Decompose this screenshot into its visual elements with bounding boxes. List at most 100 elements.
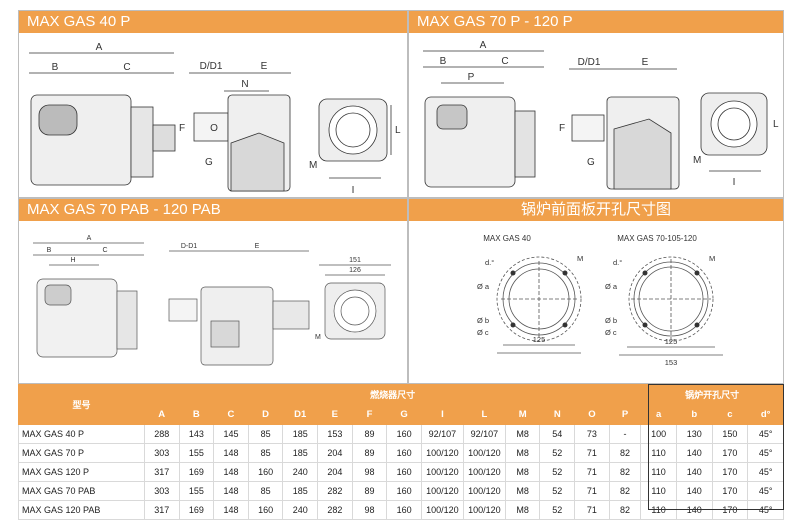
- table-cell: 52: [539, 443, 576, 463]
- model-cell: MAX GAS 70 PAB: [18, 481, 145, 501]
- model-cell: MAX GAS 120 P: [18, 462, 145, 482]
- flange-d-left: d.°: [485, 258, 494, 267]
- table-cell: 240: [282, 462, 319, 482]
- table-cell: 45°: [747, 500, 784, 520]
- table-cell: 54: [539, 424, 576, 444]
- flange-m-right: M: [709, 254, 715, 263]
- column-header: G: [386, 405, 422, 425]
- flange-153: 153: [665, 358, 678, 367]
- column-header: b: [675, 405, 713, 425]
- column-header: N: [539, 405, 576, 425]
- table-cell: 169: [178, 500, 215, 520]
- table-cell: 130: [675, 424, 713, 444]
- table-cell: 82: [608, 443, 642, 463]
- flange-125-left: 125: [533, 335, 546, 344]
- table-cell: 89: [351, 424, 388, 444]
- table-cell: 148: [213, 443, 249, 463]
- flange-d-right: d.°: [613, 258, 622, 267]
- column-header: D1: [282, 405, 319, 425]
- label-l: L: [395, 125, 401, 136]
- table-cell: 100: [640, 424, 677, 444]
- table-cell: 170: [711, 443, 749, 463]
- label-e: E: [261, 61, 268, 72]
- label-a: A: [96, 42, 103, 53]
- table-cell: 52: [539, 481, 576, 501]
- label-b: B: [47, 247, 52, 254]
- column-header: O: [574, 405, 610, 425]
- drawing-max-gas-pab: A B C H D-D1 E 151 126 M: [33, 235, 391, 366]
- table-cell: 73: [574, 424, 610, 444]
- panel-max-gas-70p-120p: MAX GAS 70 P - 120 P A B C P D/D1 E F: [408, 10, 784, 198]
- panel-max-gas-70pab-120pab: MAX GAS 70 PAB - 120 PAB A B C H D-D1: [18, 198, 408, 384]
- model-header: 型号: [18, 384, 145, 425]
- table-cell: 148: [213, 481, 249, 501]
- drawing-max-gas-70p-120p: A B C P D/D1 E F G M I L: [423, 40, 779, 190]
- flange-c-right: Ø c: [605, 328, 617, 337]
- table-cell: 160: [386, 424, 422, 444]
- label-dd1: D-D1: [181, 243, 197, 250]
- label-b: B: [440, 56, 447, 67]
- table-cell: 140: [675, 462, 713, 482]
- label-g: G: [587, 157, 595, 168]
- table-cell: 282: [317, 500, 353, 520]
- table-cell: 71: [574, 443, 610, 463]
- panel-max-gas-40p: MAX GAS 40 P A B C D/D1 E N: [18, 10, 408, 198]
- label-p: P: [468, 72, 475, 83]
- column-header: I: [420, 405, 464, 425]
- table-cell: 110: [640, 481, 677, 501]
- table-cell: 52: [539, 462, 576, 482]
- column-header: F: [351, 405, 388, 425]
- flange-b-left: Ø b: [477, 316, 489, 325]
- table-cell: 100/120: [420, 462, 464, 482]
- label-c: C: [123, 62, 130, 73]
- label-c: C: [501, 56, 508, 67]
- label-h: H: [70, 257, 75, 264]
- burner-dimensions-header: 燃烧器尺寸: [143, 384, 642, 406]
- table-cell: M8: [504, 424, 541, 444]
- model-cell: MAX GAS 40 P: [18, 424, 145, 444]
- table-cell: 140: [675, 443, 713, 463]
- table-cell: 145: [213, 424, 249, 444]
- label-n: N: [241, 79, 248, 90]
- table-cell: 110: [640, 443, 677, 463]
- table-cell: 100/120: [420, 443, 464, 463]
- model-cell: MAX GAS 120 PAB: [18, 500, 145, 520]
- column-header: d°: [747, 405, 784, 425]
- table-cell: 89: [351, 443, 388, 463]
- drawing-boiler-flange: MAX GAS 40 MAX GAS 70-105-120 d.° Ø a: [477, 234, 723, 367]
- label-m: M: [309, 160, 317, 171]
- table-cell: M8: [504, 500, 541, 520]
- panel-title: MAX GAS 70 PAB - 120 PAB: [19, 199, 407, 221]
- table-cell: 317: [143, 462, 180, 482]
- label-b: B: [52, 62, 59, 73]
- table-cell: M8: [504, 462, 541, 482]
- table-cell: 185: [282, 424, 319, 444]
- label-f: F: [179, 123, 185, 134]
- table-cell: 160: [386, 443, 422, 463]
- table-cell: 160: [247, 500, 284, 520]
- column-header: D: [247, 405, 284, 425]
- label-a: A: [87, 235, 92, 242]
- table-cell: 45°: [747, 443, 784, 463]
- table-cell: 204: [317, 443, 353, 463]
- label-dd1: D/D1: [200, 61, 223, 72]
- table-cell: 153: [317, 424, 353, 444]
- boiler-opening-header: 锅炉开孔尺寸: [640, 384, 784, 406]
- table-cell: 82: [608, 481, 642, 501]
- table-cell: 204: [317, 462, 353, 482]
- table-cell: 71: [574, 462, 610, 482]
- table-cell: 240: [282, 500, 319, 520]
- table-cell: 170: [711, 481, 749, 501]
- table-cell: 160: [386, 481, 422, 501]
- panel-title: 锅炉前面板开孔尺寸图: [409, 199, 783, 221]
- table-cell: 170: [711, 462, 749, 482]
- label-m: M: [315, 334, 321, 341]
- drawing-max-gas-40p: A B C D/D1 E N O F G M I L: [29, 42, 401, 196]
- label-c: C: [102, 247, 107, 254]
- label-l: L: [773, 119, 779, 130]
- table-cell: 148: [213, 500, 249, 520]
- table-cell: 143: [178, 424, 215, 444]
- label-a: A: [480, 40, 487, 51]
